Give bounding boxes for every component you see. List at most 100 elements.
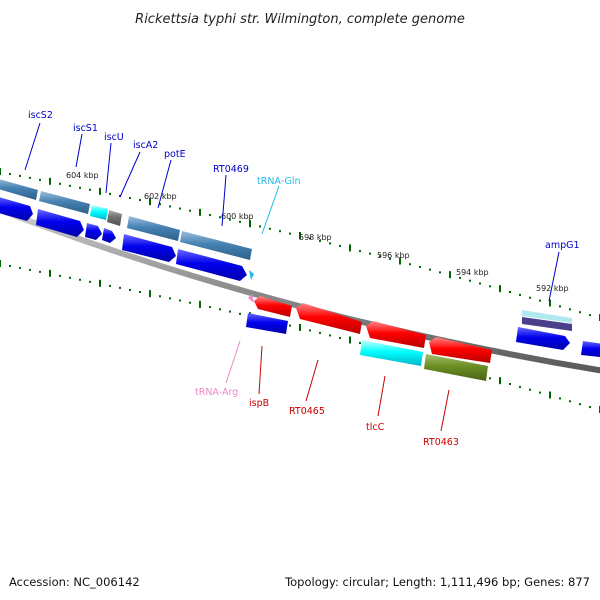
gene-feature-RT0469[interactable]	[180, 231, 252, 260]
minor-tick	[69, 184, 71, 187]
minor-tick	[539, 299, 541, 302]
minor-tick	[389, 257, 391, 260]
minor-tick	[119, 286, 121, 289]
minor-tick	[579, 403, 581, 406]
trna-marker-tRNA-Arg[interactable]	[248, 294, 254, 303]
minor-tick	[359, 342, 361, 345]
leader-RT0465	[305, 359, 319, 402]
gene-label-ampG1[interactable]: ampG1	[545, 240, 580, 251]
gene-label-RT0463[interactable]: RT0463	[423, 437, 459, 448]
minor-tick	[19, 174, 21, 177]
minor-tick	[209, 214, 211, 217]
cds-arrow-iscS2[interactable]	[0, 196, 33, 221]
inner-tick-scale	[0, 260, 600, 413]
kbp-label-596: 596 kbp	[377, 251, 410, 260]
gene-label-iscU[interactable]: iscU	[104, 132, 124, 143]
gene-label-potE[interactable]: potE	[164, 149, 186, 160]
minor-tick	[189, 301, 191, 304]
minor-tick	[419, 265, 421, 268]
cds-arrow-iscS1[interactable]	[36, 209, 84, 237]
minor-tick	[39, 270, 41, 273]
major-tick	[549, 299, 551, 307]
kbp-label-602: 602 kbp	[144, 192, 177, 201]
cds-arrow-ispB[interactable]	[254, 296, 292, 317]
gene-feature-RT0463[interactable]	[424, 354, 488, 381]
major-tick	[0, 260, 1, 267]
minor-tick	[309, 329, 311, 332]
minor-tick	[89, 188, 91, 191]
gene-feature-ampG1-upper[interactable]	[522, 310, 572, 323]
leader-iscU	[105, 142, 112, 194]
major-tick	[499, 285, 501, 293]
cds-arrow-potE[interactable]	[122, 234, 176, 262]
gene-feature-iscU[interactable]	[90, 205, 108, 220]
minor-tick	[29, 268, 31, 271]
gene-feature-iscS1[interactable]	[39, 191, 90, 214]
minor-tick	[519, 293, 521, 296]
minor-tick	[39, 178, 41, 181]
minor-tick	[379, 255, 381, 258]
cds-arrow-iscU[interactable]	[85, 223, 102, 240]
minor-tick	[239, 220, 241, 223]
gene-feature-ampG1[interactable]	[522, 317, 572, 331]
minor-tick	[29, 176, 31, 179]
gene-label-ispB[interactable]: ispB	[249, 398, 269, 409]
gene-label-tRNA-Gln[interactable]: tRNA-Gln	[257, 176, 301, 187]
leader-ampG1	[548, 251, 560, 302]
gene-label-tRNA-Arg[interactable]: tRNA-Arg	[195, 387, 238, 398]
minor-tick	[439, 271, 441, 274]
major-tick	[199, 300, 201, 308]
gene-feature-potE[interactable]	[127, 216, 180, 241]
gene-labels: iscS2 iscS1 iscU iscA2 potE RT0469 tRNA-…	[28, 110, 580, 448]
minor-tick	[179, 299, 181, 302]
gene-label-tlcC[interactable]: tlcC	[366, 422, 385, 433]
minor-tick	[369, 252, 371, 255]
cds-arrow-RT0469[interactable]	[176, 249, 247, 281]
major-tick	[99, 187, 101, 195]
minor-tick	[509, 383, 511, 386]
gene-label-RT0469[interactable]: RT0469	[213, 164, 249, 175]
minor-tick	[259, 225, 261, 228]
cds-arrow-RT0463[interactable]	[429, 337, 492, 363]
minor-tick	[589, 406, 591, 409]
minor-tick	[339, 244, 341, 247]
minor-tick	[219, 216, 221, 219]
gene-feature-iscA2[interactable]	[107, 210, 122, 226]
genome-summary-text: Topology: circular; Length: 1,111,496 bp…	[284, 575, 590, 589]
cds-arrow-edge[interactable]	[581, 341, 600, 358]
major-tick	[349, 244, 351, 252]
leader-iscS1	[75, 133, 83, 168]
major-tick	[49, 177, 51, 185]
minor-tick	[579, 311, 581, 314]
gene-feature-iscS2[interactable]	[0, 178, 38, 200]
gene-label-iscS1[interactable]: iscS1	[73, 123, 98, 134]
minor-tick	[139, 199, 141, 202]
minor-tick	[569, 308, 571, 311]
gene-label-iscA2[interactable]: iscA2	[133, 140, 158, 151]
gene-feature-tlcC[interactable]	[360, 340, 423, 366]
minor-tick	[359, 250, 361, 253]
gene-label-RT0465[interactable]: RT0465	[289, 406, 325, 417]
minor-tick	[179, 207, 181, 210]
minor-tick	[189, 209, 191, 212]
kbp-label-598: 598 kbp	[299, 233, 332, 242]
minor-tick	[529, 296, 531, 299]
cds-arrow-iscA2[interactable]	[102, 228, 116, 243]
major-tick	[99, 279, 101, 287]
minor-tick	[589, 314, 591, 317]
gene-feature-ispB[interactable]	[246, 313, 288, 334]
leader-tlcC	[377, 375, 386, 417]
major-tick	[149, 290, 151, 298]
kbp-label-594: 594 kbp	[456, 268, 489, 277]
leader-RT0463	[440, 389, 450, 432]
minor-tick	[139, 291, 141, 294]
minor-tick	[539, 391, 541, 394]
cds-arrow-RT0465[interactable]	[296, 303, 362, 334]
cds-arrow-ampG1[interactable]	[516, 327, 570, 350]
major-tick	[399, 257, 401, 265]
gene-label-iscS2[interactable]: iscS2	[28, 110, 53, 121]
minor-tick	[9, 172, 11, 175]
trna-marker-tRNA-Gln[interactable]	[249, 270, 254, 280]
cds-arrow-tlcC[interactable]	[366, 321, 426, 348]
